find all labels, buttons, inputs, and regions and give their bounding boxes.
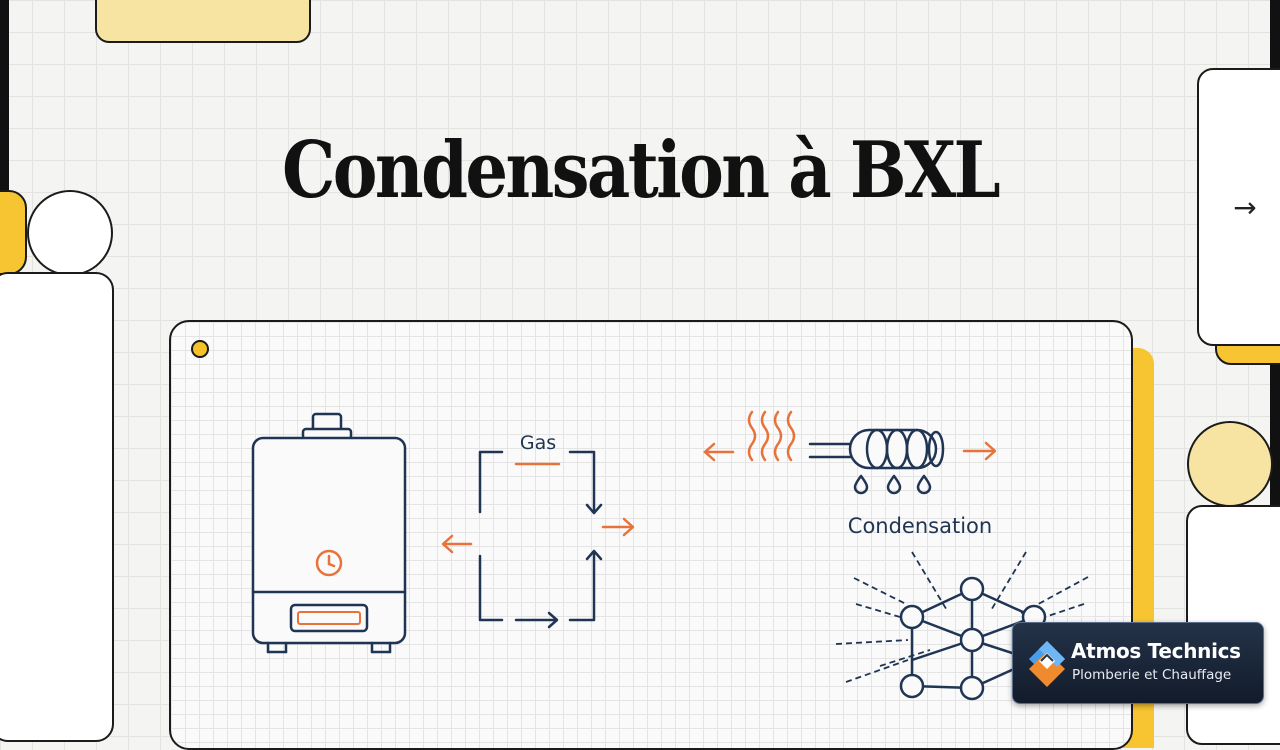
next-arrow-icon[interactable]: → bbox=[1233, 191, 1257, 224]
page-title: Condensation à BXL bbox=[281, 125, 1001, 216]
decor-left-panel bbox=[0, 272, 114, 742]
brand-badge: Atmos Technics Plomberie et Chauffage bbox=[1012, 622, 1264, 704]
brand-name: Atmos Technics bbox=[1071, 639, 1241, 663]
panel-status-dot bbox=[191, 340, 209, 358]
next-slide-card[interactable] bbox=[1197, 68, 1280, 346]
decor-right-circle bbox=[1187, 421, 1273, 507]
brand-logo-icon bbox=[1029, 641, 1065, 687]
diagram-panel bbox=[169, 320, 1133, 750]
decor-left-circle bbox=[27, 190, 113, 276]
decor-top-tab bbox=[95, 0, 311, 43]
brand-tagline: Plomberie et Chauffage bbox=[1072, 667, 1232, 683]
decor-left-yellow-pill bbox=[0, 190, 27, 275]
